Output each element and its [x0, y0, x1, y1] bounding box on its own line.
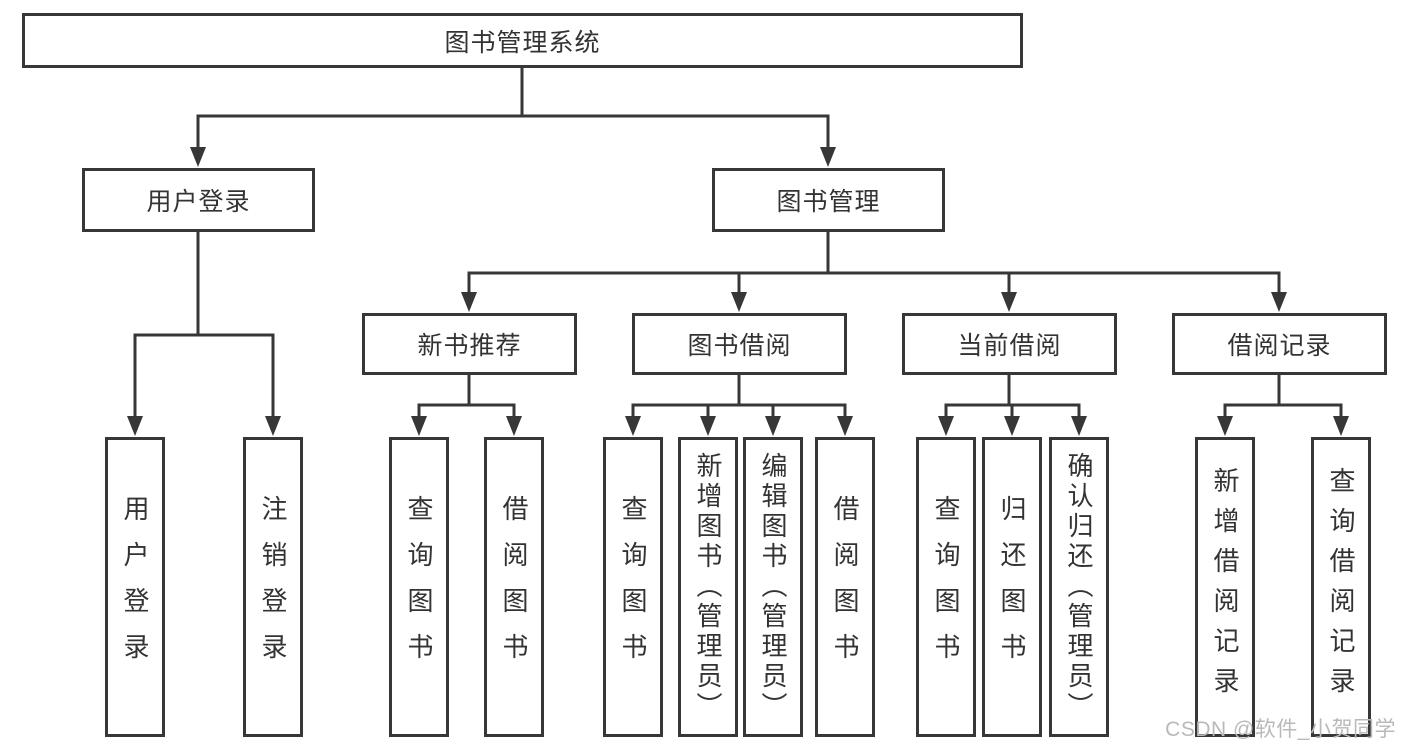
node-label: 新书推荐	[417, 332, 522, 360]
leaf-query-books-current: 查询图书	[916, 437, 976, 737]
leaf-label: 归还图书	[997, 495, 1027, 679]
node-label: 用户登录	[146, 188, 251, 216]
leaf-label: 新增图书（管理员）	[693, 452, 723, 722]
node-current-borrowing: 当前借阅	[902, 313, 1117, 375]
node-book-borrowing: 图书借阅	[632, 313, 847, 375]
leaf-user-login: 用户登录	[105, 437, 165, 737]
leaf-label: 借阅图书	[499, 495, 529, 679]
leaf-return-book: 归还图书	[982, 437, 1042, 737]
leaf-label: 用户登录	[120, 495, 150, 679]
node-label: 图书借阅	[687, 332, 792, 360]
leaf-query-books-recommend: 查询图书	[389, 437, 449, 737]
leaf-add-book-admin: 新增图书（管理员）	[678, 437, 738, 737]
csdn-watermark: CSDN @软件_小贺同学	[1165, 718, 1396, 741]
leaf-label: 确认归还（管理员）	[1064, 452, 1094, 722]
leaf-label: 编辑图书（管理员）	[758, 452, 788, 722]
leaf-borrow-books: 借阅图书	[815, 437, 875, 737]
leaf-borrow-books-recommend: 借阅图书	[484, 437, 544, 737]
leaf-label: 查询借阅记录	[1326, 467, 1356, 707]
leaf-label: 新增借阅记录	[1210, 467, 1240, 707]
leaf-query-borrow-record: 查询借阅记录	[1311, 437, 1371, 737]
leaf-label: 查询图书	[618, 495, 648, 679]
leaf-edit-book-admin: 编辑图书（管理员）	[743, 437, 803, 737]
node-user-login: 用户登录	[82, 168, 315, 232]
leaf-label: 注销登录	[258, 495, 288, 679]
leaf-label: 查询图书	[931, 495, 961, 679]
node-label: 图书管理	[776, 188, 881, 216]
node-new-book-recommend: 新书推荐	[362, 313, 577, 375]
node-borrowing-records: 借阅记录	[1172, 313, 1387, 375]
node-label: 借阅记录	[1227, 332, 1332, 360]
leaf-add-borrow-record: 新增借阅记录	[1195, 437, 1255, 737]
node-book-management: 图书管理	[712, 168, 945, 232]
leaf-label: 借阅图书	[830, 495, 860, 679]
arrowheads	[127, 147, 1349, 436]
node-label: 当前借阅	[957, 332, 1062, 360]
node-library-management-system: 图书管理系统	[22, 13, 1023, 68]
leaf-query-books-borrow: 查询图书	[603, 437, 663, 737]
leaf-confirm-return-admin: 确认归还（管理员）	[1049, 437, 1109, 737]
leaf-logout: 注销登录	[243, 437, 303, 737]
leaf-label: 查询图书	[404, 495, 434, 679]
node-label: 图书管理系统	[444, 28, 601, 57]
